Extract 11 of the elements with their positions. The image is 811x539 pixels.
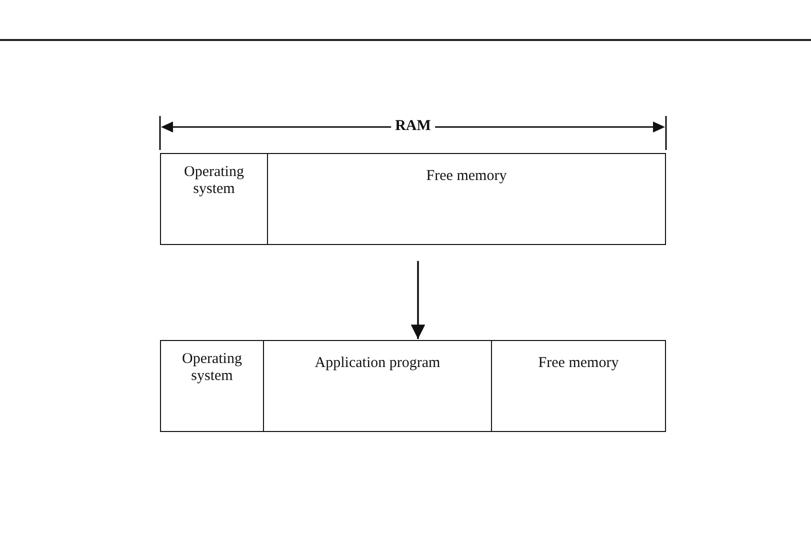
memory-segment xyxy=(267,153,666,245)
segment-label: Application program xyxy=(314,355,442,372)
segment-label: Operating system xyxy=(183,164,245,197)
memory-segment xyxy=(160,153,268,245)
memory-segment xyxy=(263,340,492,432)
segment-label: Free memory xyxy=(537,355,620,372)
segment-label: Free memory xyxy=(425,168,508,184)
arrow xyxy=(410,261,426,339)
memory-segment xyxy=(491,340,666,432)
segment-label: Operating system xyxy=(181,351,243,384)
memory-segment xyxy=(160,340,264,432)
